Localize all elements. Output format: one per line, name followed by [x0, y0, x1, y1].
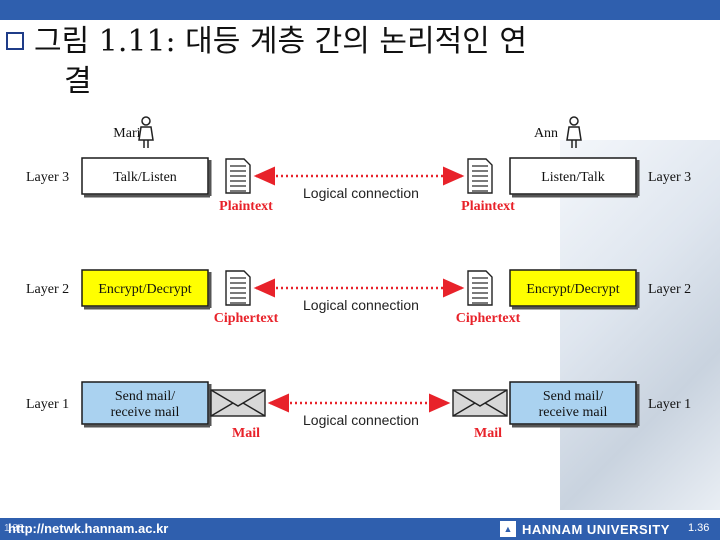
- layer-box-text: Listen/Talk: [541, 170, 605, 185]
- logical-connection-label: Logical connection: [303, 185, 419, 201]
- layer-row-3: Layer 3 Layer 3 Talk/Listen Listen/TalkPlai…: [26, 158, 691, 214]
- packet-label-right: Mail: [474, 426, 502, 441]
- layer-row-2: Layer 2 Layer 2 Encrypt/Decrypt Encrypt/Dec…: [26, 270, 691, 326]
- layer-box-text: Encrypt/Decrypt: [526, 282, 619, 297]
- document-icon: [226, 271, 250, 305]
- document-icon: [468, 271, 492, 305]
- slide-title-line1: 그림 1.11: 대등 계층 간의 논리적인 연: [34, 24, 527, 59]
- footer-url-link[interactable]: http://netwk.hannam.ac.kr: [8, 521, 168, 536]
- checkbox-bullet-icon: [6, 32, 24, 50]
- layer-label-right: Layer 2: [648, 282, 691, 297]
- layer-label-right: Layer 1: [648, 397, 691, 412]
- logical-connection-label: Logical connection: [303, 297, 419, 313]
- slide-title: 그림 1.11: 대등 계층 간의 논리적인 연 결: [6, 22, 706, 102]
- packet-label-right: Plaintext: [461, 199, 515, 214]
- university-logo-icon: ▲: [500, 521, 516, 537]
- layer-box-text: Send mail/: [115, 389, 175, 404]
- layer-box-text: Encrypt/Decrypt: [98, 282, 191, 297]
- layer-label-left: Layer 3: [26, 170, 69, 185]
- envelope-icon: [453, 390, 507, 416]
- envelope-icon: [211, 390, 265, 416]
- footer-university-name: HANNAM UNIVERSITY: [522, 522, 670, 537]
- layer-box-text: Send mail/: [543, 389, 603, 404]
- footer-page-number: 1.36: [688, 522, 709, 534]
- person-maria: Maria: [113, 117, 153, 148]
- person-icon: [567, 117, 581, 148]
- document-icon: [468, 159, 492, 193]
- layer-box-text: Talk/Listen: [113, 170, 177, 185]
- person-ann-label: Ann: [534, 126, 558, 141]
- layers-group: Layer 3 Layer 3 Talk/Listen Listen/TalkPlai…: [26, 158, 691, 441]
- packet-label-left: Mail: [232, 426, 260, 441]
- layer-box-text: receive mail: [111, 405, 180, 420]
- packet-label-left: Plaintext: [219, 199, 273, 214]
- layer-label-right: Layer 3: [648, 170, 691, 185]
- peer-layers-diagram: Maria Ann Layer 3 Layer 3 Talk/Listen Liste…: [20, 110, 710, 445]
- document-icon: [226, 159, 250, 193]
- person-ann: Ann: [534, 117, 581, 148]
- layer-box-text: receive mail: [539, 405, 608, 420]
- person-icon: [139, 117, 153, 148]
- logical-connection-label: Logical connection: [303, 412, 419, 428]
- packet-label-left: Ciphertext: [214, 311, 279, 326]
- layer-label-left: Layer 2: [26, 282, 69, 297]
- slide-title-line2: 결: [6, 62, 706, 102]
- layer-label-left: Layer 1: [26, 397, 69, 412]
- packet-label-right: Ciphertext: [456, 311, 521, 326]
- top-accent-bar: [0, 0, 720, 20]
- footer-bar: 1.36 http://netwk.hannam.ac.kr ▲ HANNAM …: [0, 518, 720, 540]
